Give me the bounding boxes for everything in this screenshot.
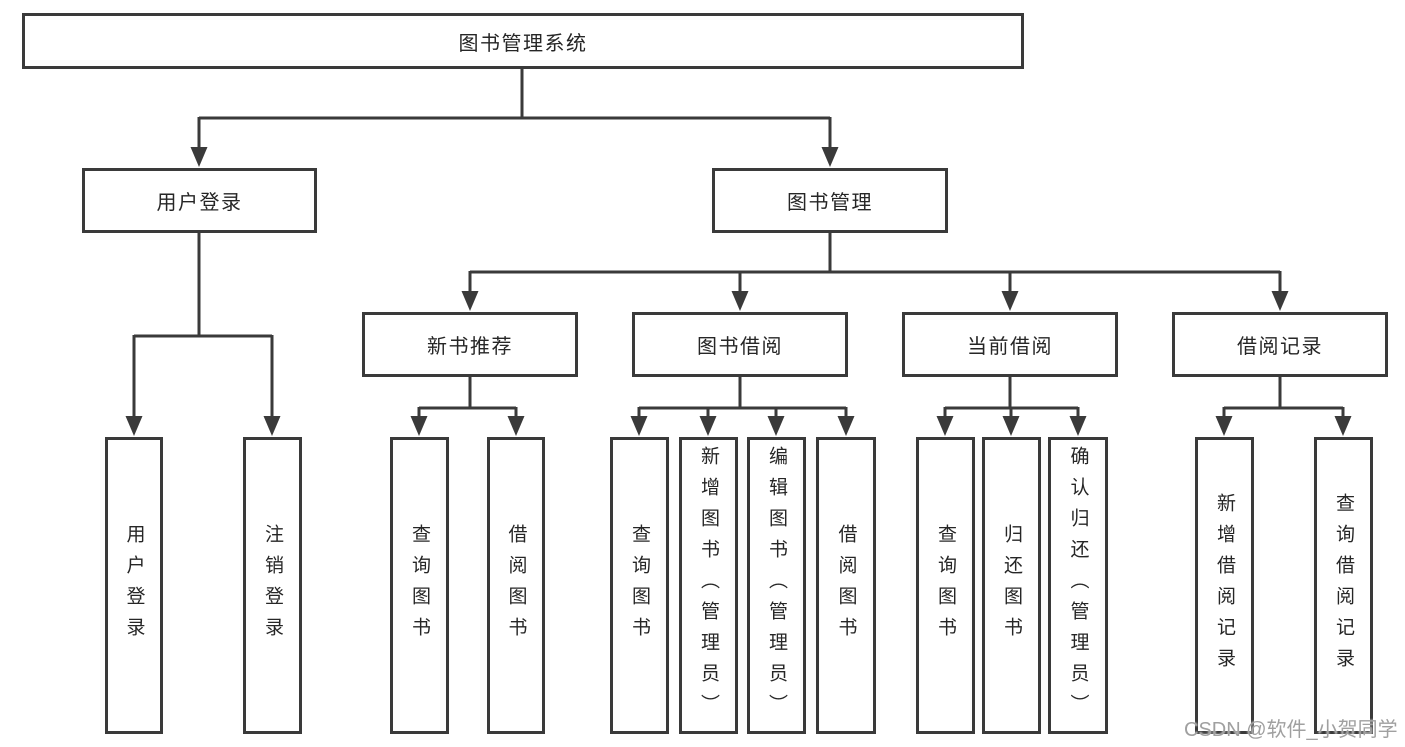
csdn-watermark: CSDN @软件_小贺同学 — [1184, 719, 1398, 741]
connector-new-book-recommend-children — [410, 374, 525, 436]
leaf-query-books-recommend: 查询图书 — [390, 437, 449, 734]
leaf-logout: 注销登录 — [243, 437, 302, 734]
node-label: 查询借阅记录 — [1333, 492, 1354, 679]
connector-line — [197, 66, 832, 152]
arrowhead-down-icon — [1334, 416, 1352, 436]
arrowhead-down-icon — [731, 291, 749, 311]
node-label: 归还图书 — [1001, 523, 1022, 648]
node-library-system: 图书管理系统 — [22, 13, 1024, 69]
connector-borrow-records-children — [1215, 374, 1352, 436]
connector-current-borrowing-children — [936, 374, 1087, 436]
node-label: 用户登录 — [156, 192, 243, 214]
node-label: 注销登录 — [262, 523, 283, 648]
connector-root-to-level2 — [190, 66, 839, 167]
connector-line — [637, 374, 848, 421]
node-new-book-recommend: 新书推荐 — [362, 312, 578, 377]
leaf-return-books: 归还图书 — [982, 437, 1041, 734]
node-label: 图书借阅 — [697, 336, 783, 358]
arrowhead-down-icon — [1069, 416, 1087, 436]
leaf-borrow-books-recommend: 借阅图书 — [487, 437, 545, 734]
connector-book-borrowing-children — [630, 374, 855, 436]
connector-line — [1222, 374, 1345, 421]
node-label: 新增借阅记录 — [1214, 492, 1235, 679]
leaf-borrow-books: 借阅图书 — [816, 437, 876, 734]
node-label: 查询图书 — [935, 523, 956, 648]
arrowhead-down-icon — [1215, 416, 1233, 436]
node-borrow-records: 借阅记录 — [1172, 312, 1388, 377]
arrowhead-down-icon — [936, 416, 954, 436]
arrowhead-down-icon — [190, 147, 208, 167]
arrowhead-down-icon — [1271, 291, 1289, 311]
node-user-login: 用户登录 — [82, 168, 317, 233]
leaf-query-borrow-record: 查询借阅记录 — [1314, 437, 1373, 734]
node-label: 借阅图书 — [505, 523, 527, 648]
node-label: 当前借阅 — [967, 336, 1053, 358]
node-label: 用户登录 — [123, 523, 145, 648]
arrowhead-down-icon — [125, 416, 143, 436]
arrowhead-down-icon — [699, 416, 717, 436]
arrowhead-down-icon — [1002, 416, 1020, 436]
leaf-edit-book-admin: 编辑图书（管理员） — [747, 437, 806, 734]
connector-line — [468, 230, 1282, 296]
node-label: 编辑图书（管理员） — [766, 446, 787, 725]
leaf-confirm-return-admin: 确认归还（管理员） — [1048, 437, 1108, 734]
connector-book-management-to-level3 — [461, 230, 1289, 311]
leaf-add-book-admin: 新增图书（管理员） — [679, 437, 738, 734]
arrowhead-down-icon — [263, 416, 281, 436]
arrowhead-down-icon — [1001, 291, 1019, 311]
leaf-query-books-borrowing: 查询图书 — [610, 437, 669, 734]
connector-line — [943, 374, 1080, 421]
node-label: 借阅记录 — [1237, 336, 1323, 358]
node-label: 新增图书（管理员） — [698, 446, 719, 725]
node-label: 查询图书 — [629, 523, 650, 648]
arrowhead-down-icon — [630, 416, 648, 436]
node-label: 图书管理 — [787, 192, 873, 214]
node-label: 新书推荐 — [427, 336, 513, 358]
node-book-borrowing: 图书借阅 — [632, 312, 848, 377]
node-label: 图书管理系统 — [458, 32, 588, 55]
leaf-add-borrow-record: 新增借阅记录 — [1195, 437, 1254, 734]
arrowhead-down-icon — [821, 147, 839, 167]
leaf-query-books-current: 查询图书 — [916, 437, 975, 734]
node-label: 借阅图书 — [835, 523, 857, 648]
node-book-management: 图书管理 — [712, 168, 948, 233]
arrowhead-down-icon — [767, 416, 785, 436]
arrowhead-down-icon — [461, 291, 479, 311]
arrowhead-down-icon — [837, 416, 855, 436]
connector-line — [132, 230, 274, 421]
leaf-user-login: 用户登录 — [105, 437, 163, 734]
node-label: 确认归还（管理员） — [1067, 446, 1089, 725]
arrowhead-down-icon — [410, 416, 428, 436]
arrowhead-down-icon — [507, 416, 525, 436]
connector-user-login-children — [125, 230, 281, 436]
connector-line — [417, 374, 518, 421]
node-label: 查询图书 — [409, 523, 430, 648]
node-current-borrowing: 当前借阅 — [902, 312, 1118, 377]
